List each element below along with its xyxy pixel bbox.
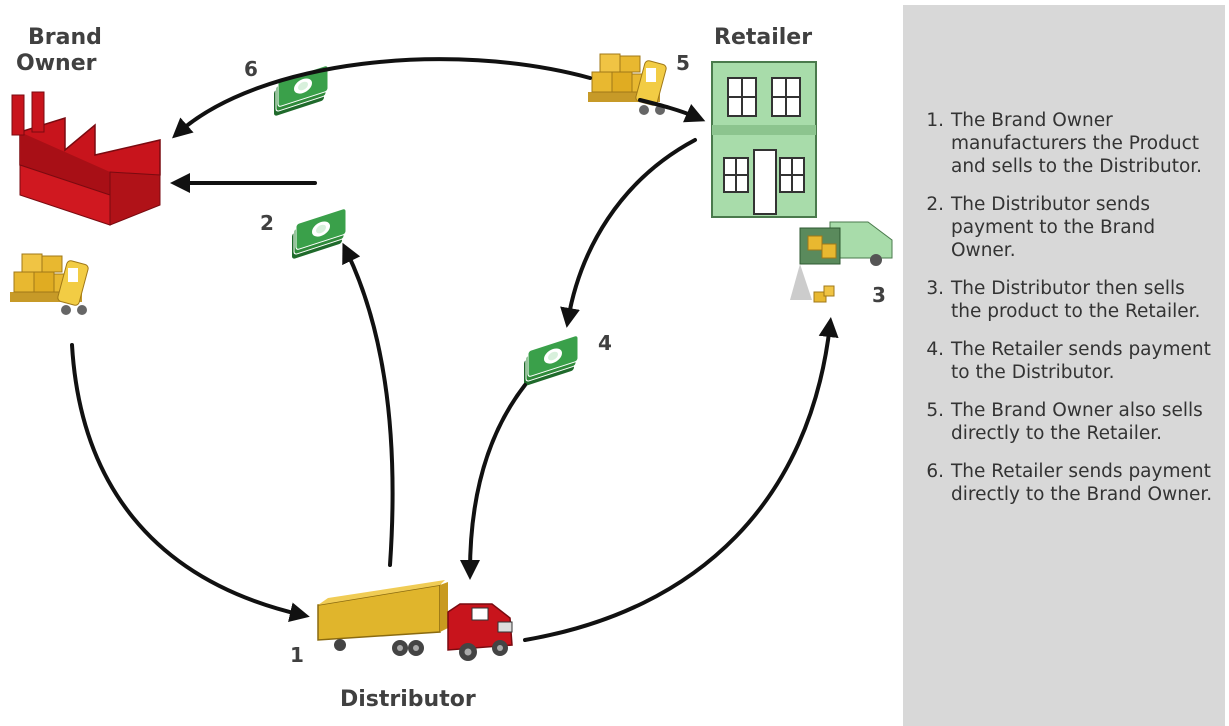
step-item-text: The Retailer sends payment directly to t…	[951, 461, 1213, 505]
step-item-text: The Brand Owner manufacturers the Produc…	[951, 110, 1203, 177]
arrow-6-payment-to-brand-owner	[172, 57, 592, 139]
step-number-6: 6	[244, 57, 258, 81]
arrow-brand-owner-to-distributor	[70, 343, 310, 623]
retailer-label: Retailer	[714, 25, 812, 50]
step-item: 4. The Retailer sends payment to the Dis…	[903, 338, 1217, 384]
step-item-number: 6.	[926, 461, 944, 482]
truck-icon	[317, 580, 513, 661]
step-item: 6. The Retailer sends payment directly t…	[903, 460, 1217, 506]
step-item-number: 5.	[926, 400, 944, 421]
step-item-number: 1.	[926, 110, 944, 131]
step-item-text: The Brand Owner also sells directly to t…	[951, 400, 1203, 444]
distributor-label: Distributor	[340, 687, 476, 712]
step-number-1: 1	[290, 643, 304, 667]
step-item: 1. The Brand Owner manufacturers the Pro…	[903, 109, 1217, 178]
delivery-van-icon	[790, 221, 893, 303]
step-item-text: The Distributor sends payment to the Bra…	[951, 194, 1156, 261]
step-item-number: 3.	[926, 278, 944, 299]
step-item-text: The Distributor then sells the product t…	[951, 278, 1201, 322]
arrow-3-sale-to-retailer	[523, 317, 839, 642]
distribution-flow-diagram: Brand Owner Retailer Distributor	[9, 25, 893, 712]
brand-owner-label: Brand	[28, 25, 102, 50]
step-number-2: 2	[260, 211, 274, 235]
step-item: 2. The Distributor sends payment to the …	[903, 193, 1217, 262]
brand-owner-label-line2: Owner	[16, 51, 97, 76]
retail-store-icon	[711, 61, 817, 218]
arrow-5-sale-to-retailer	[638, 98, 706, 123]
arrow-distributor-payment-up	[342, 242, 395, 567]
money-stack-icon	[291, 207, 347, 260]
step-number-4: 4	[598, 331, 612, 355]
steps-list: 1. The Brand Owner manufacturers the Pro…	[903, 109, 1217, 506]
factory-icon	[11, 91, 161, 226]
steps-panel: 1. The Brand Owner manufacturers the Pro…	[903, 5, 1225, 726]
arrow-4-payment-to-distributor	[460, 383, 527, 580]
pallet-forklift-icon	[9, 253, 90, 316]
money-stack-icon	[523, 334, 579, 387]
step-item: 3. The Distributor then sells the produc…	[903, 277, 1217, 323]
step-item-number: 2.	[926, 194, 944, 215]
step-number-3: 3	[872, 283, 886, 307]
arrow-retailer-to-money-4	[560, 138, 697, 328]
step-number-5: 5	[676, 51, 690, 75]
step-item-number: 4.	[926, 339, 944, 360]
step-item: 5. The Brand Owner also sells directly t…	[903, 399, 1217, 445]
step-item-text: The Retailer sends payment to the Distri…	[951, 339, 1211, 383]
